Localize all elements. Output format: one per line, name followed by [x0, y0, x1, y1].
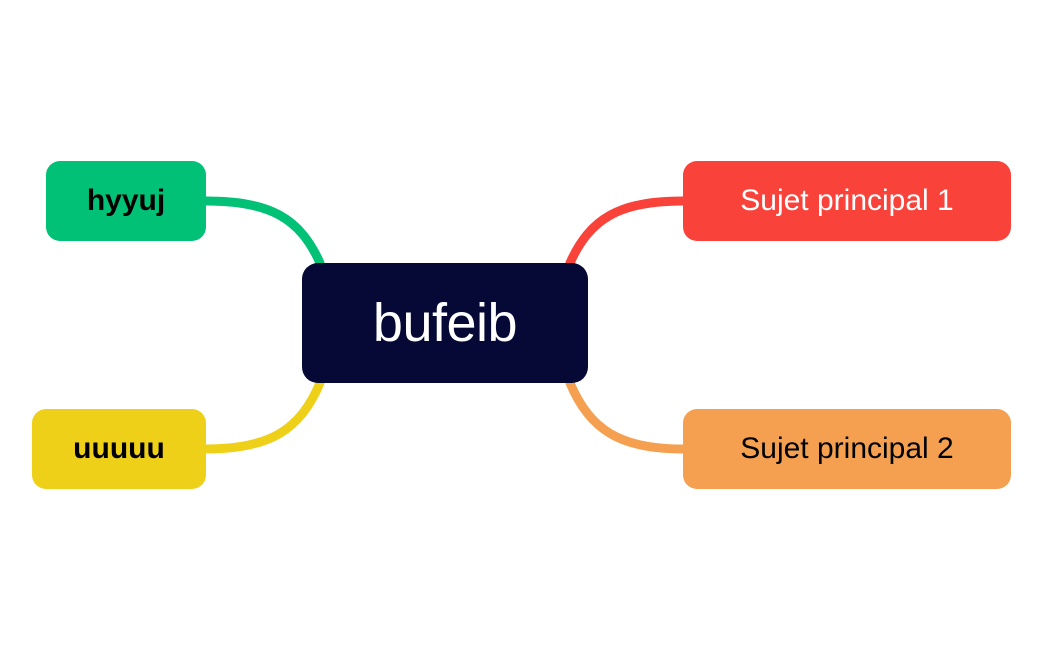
branch-node-label: hyyuj — [86, 184, 166, 217]
branch-node-sujet-principal-1[interactable]: Sujet principal 1 — [683, 161, 1011, 241]
branch-node-label: Sujet principal 2 — [740, 432, 954, 465]
branch-node-label: uuuuu — [73, 432, 165, 465]
central-node[interactable]: bufeib — [302, 263, 588, 383]
connector-sujet-principal-2 — [565, 378, 688, 454]
connector-sujet-principal-1 — [565, 196, 688, 268]
branch-node-hyyuj[interactable]: hyyuj — [46, 161, 206, 241]
connector-hyyuj — [201, 196, 325, 268]
branch-node-sujet-principal-2[interactable]: Sujet principal 2 — [683, 409, 1011, 489]
connector-uuuuu — [201, 378, 325, 454]
central-node-label: bufeib — [372, 293, 518, 353]
branch-node-label: Sujet principal 1 — [740, 184, 954, 217]
branch-node-uuuuu[interactable]: uuuuu — [32, 409, 206, 489]
